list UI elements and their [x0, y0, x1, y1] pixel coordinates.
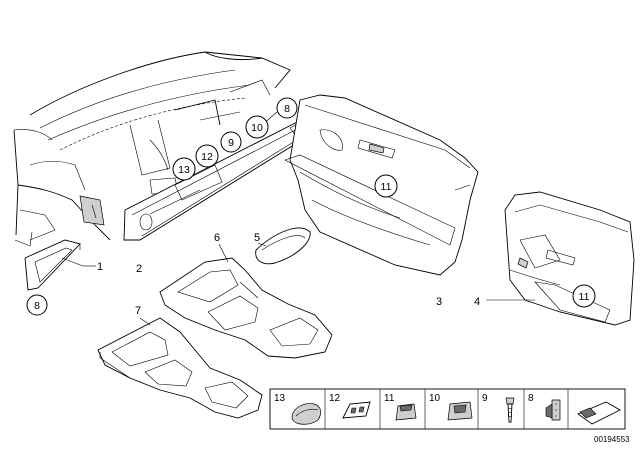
- console-trim-part-6: [159, 257, 333, 359]
- part-9-screw-icon: [505, 397, 515, 423]
- small-parts-strip: 13 12 11 10 9 8: [269, 388, 626, 430]
- callout-11-door: 11: [374, 174, 398, 198]
- svg-text:10: 10: [251, 122, 263, 134]
- svg-text:8: 8: [284, 103, 290, 115]
- part-11-clip-icon: [395, 403, 417, 421]
- bracket-icon: [577, 401, 621, 425]
- label-6: 6: [214, 232, 220, 244]
- svg-text:11: 11: [579, 291, 590, 303]
- part-13-pad-icon: [291, 403, 321, 425]
- label-7: 7: [135, 305, 141, 317]
- plain-labels: 1 2 3 4 5 6 7: [97, 232, 480, 317]
- callout-11-rear: 11: [572, 284, 596, 308]
- svg-text:9: 9: [228, 137, 234, 149]
- callout-9: 9: [220, 131, 242, 153]
- console-trim-part-7: [97, 317, 263, 419]
- svg-text:12: 12: [201, 151, 213, 163]
- part-10-clip-icon: [447, 401, 473, 421]
- document-id: 00194553: [594, 435, 630, 444]
- svg-text:8: 8: [34, 300, 40, 312]
- strip-label-11: 11: [384, 393, 395, 404]
- callout-8-top: 8: [276, 97, 298, 119]
- svg-text:13: 13: [178, 164, 190, 176]
- strip-label-9: 9: [482, 393, 488, 404]
- svg-text:11: 11: [381, 181, 392, 193]
- strip-label-12: 12: [329, 393, 341, 404]
- strip-label-13: 13: [274, 393, 286, 404]
- label-4: 4: [474, 296, 480, 308]
- rear-door-panel: [504, 191, 635, 326]
- label-2: 2: [136, 263, 142, 275]
- dashboard-outline: [13, 51, 291, 247]
- label-1: 1: [97, 261, 103, 273]
- callout-8-left: 8: [26, 294, 48, 316]
- strip-label-8: 8: [528, 393, 534, 404]
- callout-10: 10: [245, 115, 269, 139]
- callout-12: 12: [195, 144, 219, 168]
- trim-part-1: [24, 239, 81, 291]
- strip-label-10: 10: [429, 393, 441, 404]
- part-8-clip-icon: [545, 399, 561, 421]
- label-3: 3: [436, 296, 442, 308]
- callout-13: 13: [172, 157, 196, 181]
- circled-callouts: 8 10 9 12 13 11 11 8: [26, 97, 596, 316]
- part-12-clip-icon: [342, 401, 371, 419]
- label-5: 5: [254, 232, 260, 244]
- part-5-pad: [255, 227, 311, 265]
